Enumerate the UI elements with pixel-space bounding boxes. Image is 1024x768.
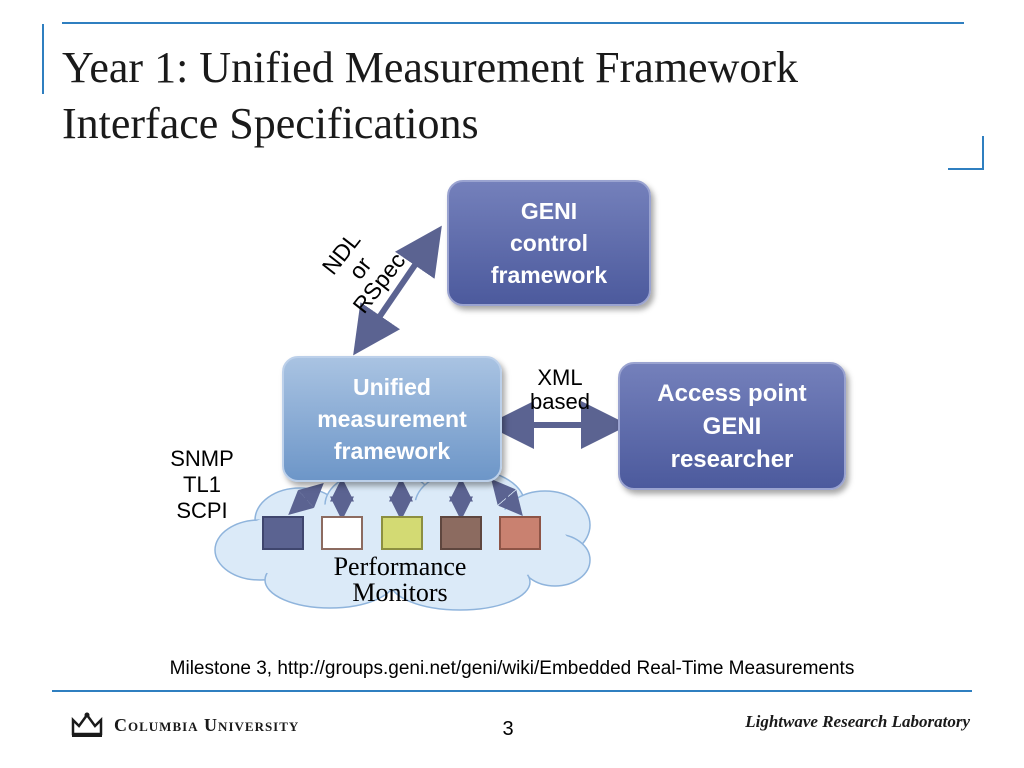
protocol-scpi: SCPI — [176, 498, 228, 523]
monitor-3 — [381, 516, 423, 550]
title-line-2: Interface Specifications — [62, 99, 479, 148]
geni-box-line-1: GENI — [520, 198, 578, 224]
protocols-label: SNMP TL1 SCPI — [152, 446, 252, 524]
umf-box-line-3: framework — [333, 438, 451, 464]
title-line-1: Year 1: Unified Measurement Framework — [62, 43, 799, 92]
umf-box-line-1: Unified — [353, 374, 431, 400]
footer-divider — [52, 690, 972, 692]
monitor-2 — [321, 516, 363, 550]
lab-name: Lightwave Research Laboratory — [745, 712, 970, 731]
page-title: Year 1: Unified Measurement Framework In… — [62, 40, 942, 152]
milestone-note: Milestone 3, http://groups.geni.net/geni… — [169, 658, 855, 679]
access-point-box: Access point GENI researcher — [618, 362, 846, 490]
cloud-label-line-1: Performance — [333, 552, 467, 581]
performance-monitors — [262, 516, 541, 550]
page-number: 3 — [502, 718, 514, 740]
cloud-label-line-2: Monitors — [352, 578, 448, 607]
geni-box-line-2: control — [510, 230, 588, 256]
monitor-arrow-5 — [491, 479, 523, 516]
corner-accent-horizontal — [948, 168, 984, 170]
geni-control-framework-box: GENI control framework — [447, 180, 651, 306]
access-box-line-1: Access point — [657, 379, 807, 407]
monitor-5 — [499, 516, 541, 550]
geni-box-line-3: framework — [490, 262, 608, 288]
monitor-1 — [262, 516, 304, 550]
university-logo: Columbia University — [70, 712, 299, 738]
unified-measurement-framework-box: Unified measurement framework — [282, 356, 502, 482]
xml-label-line-2: based — [530, 389, 590, 414]
monitor-arrows — [288, 477, 523, 521]
access-box-line-2: GENI — [702, 412, 762, 440]
access-box-line-3: researcher — [670, 445, 794, 473]
protocol-snmp: SNMP — [170, 446, 234, 471]
monitor-4 — [440, 516, 482, 550]
corner-accent-vertical — [982, 136, 984, 170]
performance-monitors-label: Performance Monitors — [300, 554, 500, 606]
university-name: Columbia University — [114, 714, 300, 735]
top-accent-line — [62, 22, 964, 24]
xml-label-line-1: XML — [537, 365, 583, 390]
left-accent-line — [42, 24, 44, 94]
protocol-tl1: TL1 — [183, 472, 221, 497]
crown-icon — [71, 712, 103, 737]
ndl-arrow — [353, 225, 442, 356]
umf-box-line-2: measurement — [317, 406, 467, 432]
xml-based-label: XML based — [510, 366, 610, 414]
monitor-arrow-1 — [288, 482, 324, 516]
